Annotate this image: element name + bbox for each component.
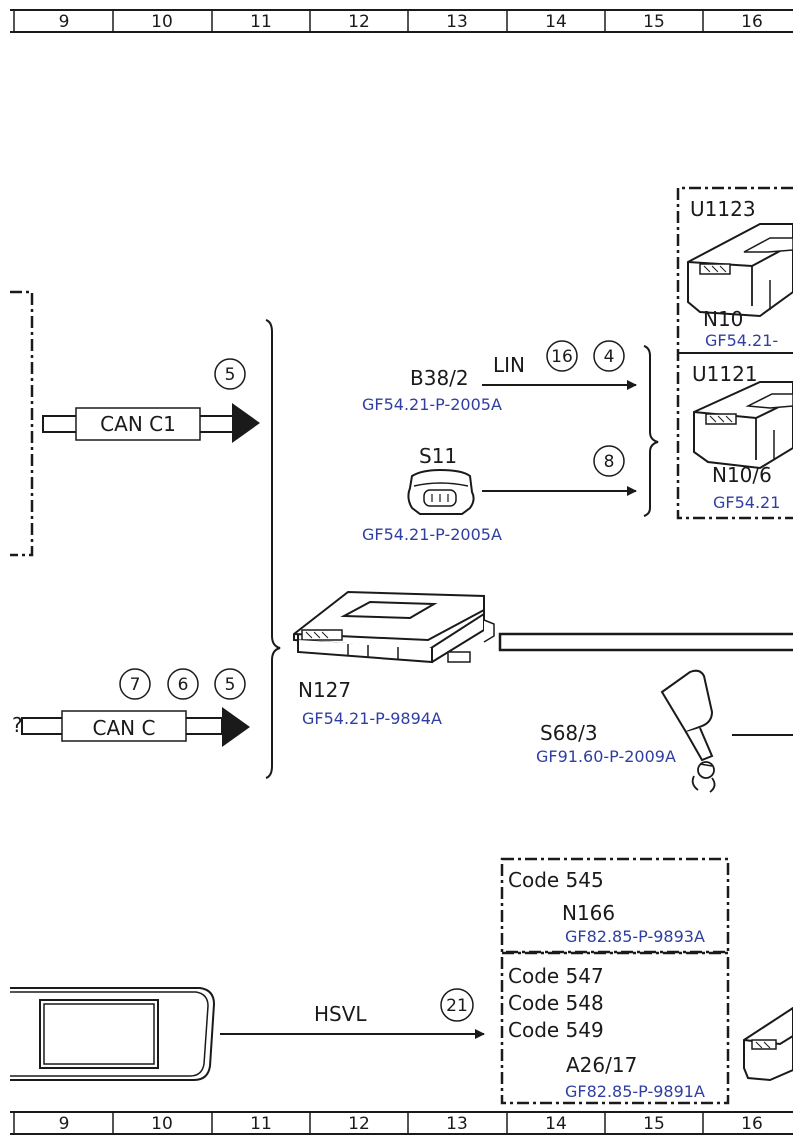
code-545-label: Code 545 xyxy=(508,868,604,892)
n127-label: N127 xyxy=(298,678,351,702)
control-unit-icon xyxy=(293,590,495,664)
n127-group: N127 GF54.21-P-9894A xyxy=(293,590,495,728)
bracket-right xyxy=(643,345,659,517)
circled-ref-21: 21 xyxy=(446,996,468,1016)
can-c-cut-mark: ? xyxy=(12,713,23,737)
display-screen-icon xyxy=(10,987,216,1081)
control-unit-icon xyxy=(693,381,793,470)
n166-label: N166 xyxy=(562,901,615,925)
ruler-col-10: 10 xyxy=(151,12,173,32)
hsvl-label: HSVL xyxy=(314,1002,367,1026)
ruler-col-15: 15 xyxy=(643,1114,665,1134)
ruler-col-11: 11 xyxy=(250,12,272,32)
b38-2-ref-link[interactable]: GF54.21-P-2005A xyxy=(362,395,502,414)
ruler-col-12: 12 xyxy=(348,1114,370,1134)
switch-connector-icon xyxy=(407,468,475,515)
n10-6-ref-link[interactable]: GF54.21 xyxy=(713,493,780,512)
can-c1-bus: CAN C1 5 xyxy=(42,358,260,443)
can-c-bus: ? CAN C 7 6 5 xyxy=(12,668,250,747)
can-c1-label: CAN C1 xyxy=(100,412,176,436)
n166-ref-link[interactable]: GF82.85-P-9893A xyxy=(565,927,705,946)
code-547-label: Code 547 xyxy=(508,964,604,988)
s68-3-ref-link[interactable]: GF91.60-P-2009A xyxy=(536,747,676,766)
ruler-col-9: 9 xyxy=(59,1114,70,1134)
n10-6-label: N10/6 xyxy=(712,463,772,487)
u1123-label: U1123 xyxy=(690,197,756,221)
control-unit-icon xyxy=(687,223,793,318)
code-548-label: Code 548 xyxy=(508,991,604,1015)
a26-17-ref-link[interactable]: GF82.85-P-9891A xyxy=(565,1082,705,1101)
n127-output-line xyxy=(498,632,793,652)
circled-ref-4: 4 xyxy=(604,347,615,367)
ruler-col-13: 13 xyxy=(446,12,468,32)
bottom-ruler: 9 10 11 12 13 14 15 16 xyxy=(10,1111,793,1135)
b38-2-group: B38/2 GF54.21-P-2005A LIN 16 4 xyxy=(362,340,637,414)
n10-label: N10 xyxy=(703,307,743,331)
ruler-col-16: 16 xyxy=(741,12,763,32)
ruler-col-16: 16 xyxy=(741,1114,763,1134)
left-boundary-box xyxy=(10,290,34,557)
circled-ref-6: 6 xyxy=(178,675,189,695)
circled-ref-16: 16 xyxy=(551,347,573,367)
circled-ref-5b: 5 xyxy=(225,675,236,695)
ruler-col-10: 10 xyxy=(151,1114,173,1134)
n127-ref-link[interactable]: GF54.21-P-9894A xyxy=(302,709,442,728)
ruler-col-13: 13 xyxy=(446,1114,468,1134)
s11-group: S11 GF54.21-P-2005A 8 xyxy=(362,444,637,544)
s68-3-group: S68/3 GF91.60-P-2009A xyxy=(536,669,793,793)
ruler-col-14: 14 xyxy=(545,1114,567,1134)
can-c-label: CAN C xyxy=(93,716,156,740)
hsvl-bus: HSVL 21 xyxy=(220,988,485,1039)
n10-ref-link[interactable]: GF54.21- xyxy=(705,331,778,350)
bracket-left xyxy=(265,319,281,779)
seat-belt-buckle-icon xyxy=(660,669,716,793)
top-ruler: 9 10 11 12 13 14 15 16 xyxy=(10,9,793,33)
s11-ref-link[interactable]: GF54.21-P-2005A xyxy=(362,525,502,544)
s68-3-label: S68/3 xyxy=(540,721,598,745)
right-unit-box: U1123 N10 GF54.21- U1121 N10/6 GF54.21 xyxy=(676,186,793,520)
circled-ref-7: 7 xyxy=(130,675,141,695)
circled-ref-8: 8 xyxy=(604,452,615,472)
code-549-label: Code 549 xyxy=(508,1018,604,1042)
control-unit-icon xyxy=(743,1006,793,1082)
ruler-col-14: 14 xyxy=(545,12,567,32)
ruler-col-12: 12 xyxy=(348,12,370,32)
code-boxes: Code 545 N166 GF82.85-P-9893A Code 547 C… xyxy=(500,857,730,1105)
a26-17-label: A26/17 xyxy=(566,1053,637,1077)
circled-ref-5: 5 xyxy=(225,365,236,385)
ruler-col-11: 11 xyxy=(250,1114,272,1134)
u1121-label: U1121 xyxy=(692,362,758,386)
ruler-col-15: 15 xyxy=(643,12,665,32)
lin-label: LIN xyxy=(493,353,525,377)
b38-2-label: B38/2 xyxy=(410,366,469,390)
ruler-col-9: 9 xyxy=(59,12,70,32)
s11-label: S11 xyxy=(419,444,457,468)
